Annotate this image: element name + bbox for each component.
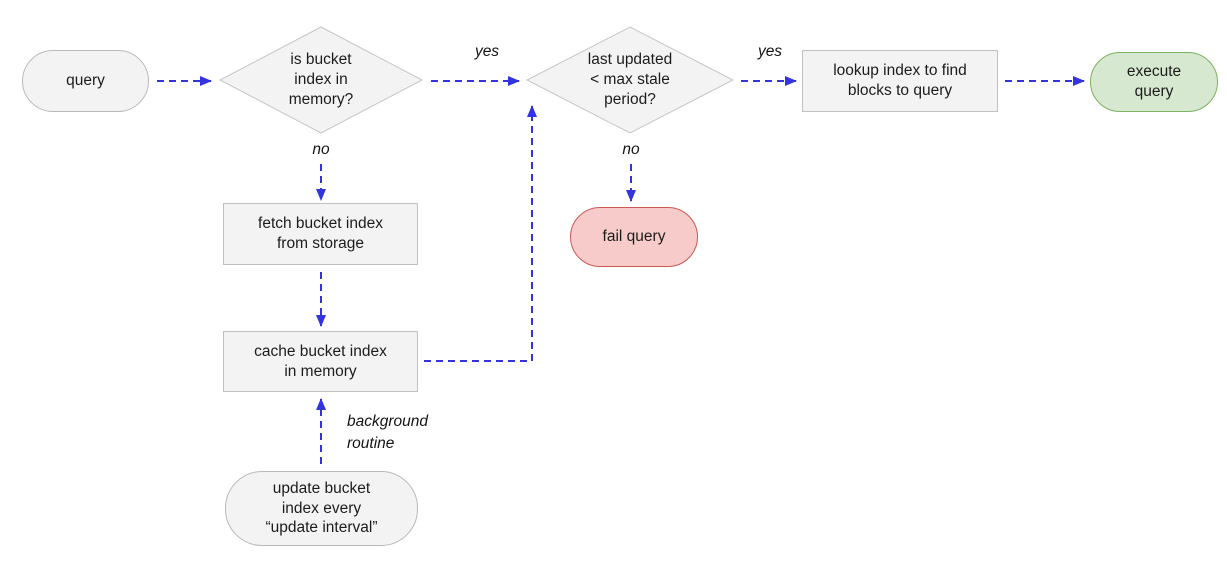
edge-label-yes-stale: yes — [757, 43, 783, 60]
node-cache-bucket-index: cache bucket index in memory — [223, 331, 418, 392]
node-fetch-bucket-index-label: fetch bucket index from storage — [258, 215, 383, 252]
edge-label-yes-memory: yes — [474, 43, 500, 60]
node-decision-last-updated-max-stale: last updated < max stale period? — [525, 26, 735, 134]
node-update-bucket-index-label: update bucket index every “update interv… — [265, 479, 378, 537]
node-lookup-index-label: lookup index to find blocks to query — [833, 62, 967, 99]
node-decision-bucket-index-in-memory: is bucket index in memory? — [218, 26, 424, 134]
node-cache-bucket-index-label: cache bucket index in memory — [254, 342, 387, 380]
edge-label-no-stale: no — [622, 141, 640, 158]
node-query-label: query — [66, 72, 105, 90]
node-fetch-bucket-index: fetch bucket index from storage — [223, 203, 418, 265]
node-decision-bucket-index-in-memory-label: is bucket index in memory? — [288, 51, 354, 108]
node-decision-last-updated-max-stale-label: last updated < max stale period? — [587, 51, 673, 108]
edge-cache-to-stale-check-arrow — [424, 105, 537, 362]
edge-label-background-routine: background routine — [347, 413, 429, 453]
diamond-shape — [525, 26, 735, 134]
node-fail-query: fail query — [570, 207, 698, 267]
node-execute-query-label: execute query — [1126, 63, 1182, 100]
node-lookup-index: lookup index to find blocks to query — [802, 50, 998, 112]
node-query: query — [22, 50, 149, 112]
node-fail-query-label: fail query — [602, 228, 666, 246]
diamond-shape — [218, 26, 424, 134]
node-execute-query: execute query — [1090, 52, 1218, 112]
edge-label-no-memory: no — [312, 141, 330, 158]
node-update-bucket-index: update bucket index every “update interv… — [225, 471, 418, 546]
